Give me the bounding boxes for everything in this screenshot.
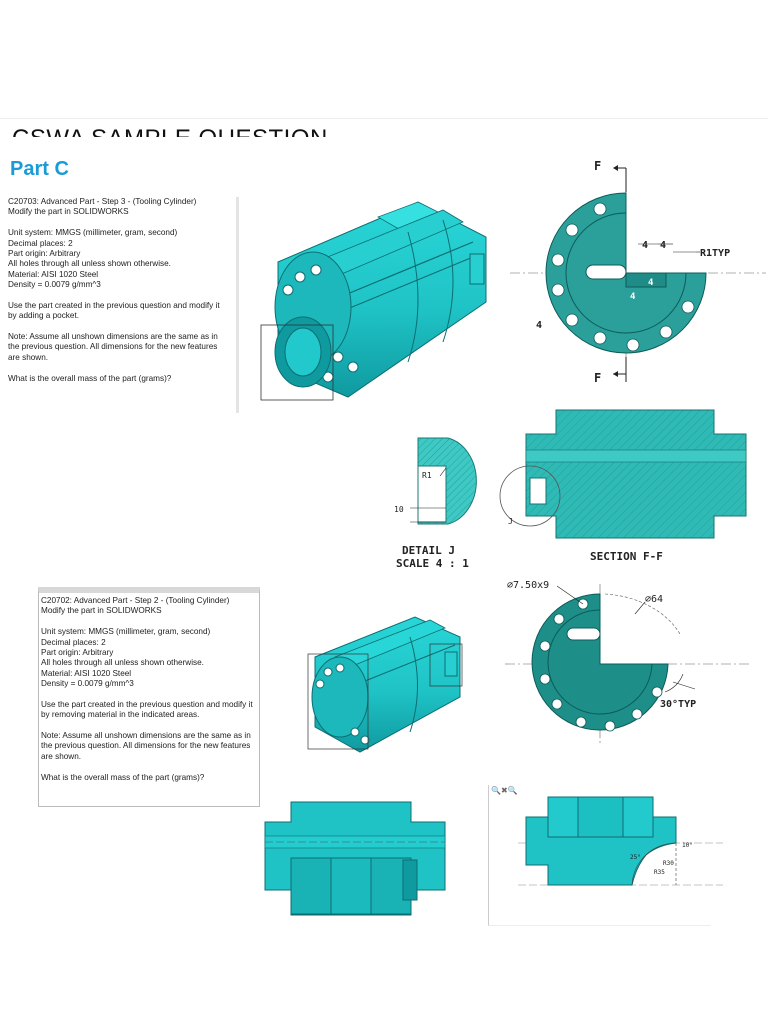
detail-j-caption-2: SCALE 4 : 1 xyxy=(396,557,469,570)
front-view-model-c20702 xyxy=(264,801,446,916)
side-dim-25deg: 25° xyxy=(630,854,641,861)
dim-4-a: 4 xyxy=(642,240,648,251)
detail-j-caption-1: DETAIL J xyxy=(402,544,455,557)
side-view-model: 10° 25° R30 R35 xyxy=(518,796,723,886)
cad-viewport: 🔍✖🔍 xyxy=(488,785,711,926)
question-line: Density = 0.0079 g/mm^3 xyxy=(41,679,134,689)
question-line: Use the part created in the previous que… xyxy=(41,699,253,709)
dim-4-b: 4 xyxy=(660,240,666,251)
end-view-drawing-bottom: ∅7.50x9 ∅64 30°TYP xyxy=(505,580,750,746)
question-line: Part origin: Arbitrary xyxy=(41,647,114,657)
question-line: All holes through all unless shown other… xyxy=(8,259,171,269)
question-line: Unit system: MMGS (millimeter, gram, sec… xyxy=(8,228,178,238)
detail-j-view: R1 10 DETAIL J SCALE 4 : 1 xyxy=(394,437,477,570)
side-dim-10deg: 10° xyxy=(682,842,693,849)
clipped-heading-text: CSWA SAMPLE QUESTION xyxy=(12,125,328,137)
question-line: What is the overall mass of the part (gr… xyxy=(8,373,172,383)
question-line: C20703: Advanced Part - Step 3 - (Toolin… xyxy=(8,197,197,206)
part-title: Part C xyxy=(10,158,69,180)
question-line xyxy=(41,617,259,627)
section-mark-bottom: F xyxy=(594,371,601,385)
isometric-model-c20703 xyxy=(260,201,487,401)
question-line: Material: AISI 1020 Steel xyxy=(8,269,99,279)
bottom-dia64-dim: ∅64 xyxy=(645,594,663,605)
side-dim-r35: R35 xyxy=(654,869,665,876)
question-line: Use the part created in the previous que… xyxy=(8,300,220,310)
question-line: All holes through all unless shown other… xyxy=(41,658,204,668)
question-line: by adding a pocket. xyxy=(8,311,80,321)
question-line: C20702: Advanced Part - Step 2 - (Toolin… xyxy=(41,596,230,605)
dim-4-e: 4 xyxy=(536,320,542,331)
detail-j-marker: J xyxy=(508,517,513,526)
dim-4-d: 4 xyxy=(630,292,636,302)
question-line: Modify the part in SOLIDWORKS xyxy=(41,606,162,616)
question-line xyxy=(41,690,259,700)
question-line: Modify the part in SOLIDWORKS xyxy=(8,207,129,217)
clipped-heading: CSWA SAMPLE QUESTION xyxy=(0,118,768,137)
question-line: Note: Assume all unshown dimensions are … xyxy=(8,332,218,342)
question-line: Note: Assume all unshown dimensions are … xyxy=(41,731,251,741)
dim-r1typ: R1TYP xyxy=(700,248,730,259)
detail-j-r1: R1 xyxy=(422,471,432,480)
detail-j-dim-10: 10 xyxy=(394,505,404,514)
question-line: are shown. xyxy=(8,352,49,362)
question-line: Decimal places: 2 xyxy=(41,637,106,647)
dim-4-c: 4 xyxy=(648,278,654,288)
question-line xyxy=(8,363,236,373)
question-line: the previous question. All dimensions fo… xyxy=(8,342,218,352)
question-line xyxy=(41,721,259,731)
question-line xyxy=(41,762,259,772)
section-ff-view: J SECTION F-F xyxy=(499,409,747,563)
side-dim-r30: R30 xyxy=(663,860,674,867)
question-line: the previous question. All dimensions fo… xyxy=(41,741,251,751)
question-c20702-text: C20702: Advanced Part - Step 2 - (Toolin… xyxy=(38,587,260,807)
viewport-toolbar[interactable]: 🔍✖🔍 xyxy=(491,786,518,795)
end-view-drawing-f: F F 4 4 R1TYP 4 4 4 xyxy=(510,159,766,385)
bottom-holes-dim: ∅7.50x9 xyxy=(507,580,549,591)
question-c20703-text: C20703: Advanced Part - Step 3 - (Toolin… xyxy=(8,197,239,413)
isometric-model-c20702 xyxy=(307,616,463,753)
question-line: are shown. xyxy=(41,751,82,761)
question-line xyxy=(8,218,236,228)
bottom-angle-dim: 30°TYP xyxy=(660,699,696,710)
question-line: Unit system: MMGS (millimeter, gram, sec… xyxy=(41,627,211,637)
question-line: by removing material in the indicated ar… xyxy=(41,710,200,720)
question-line: Density = 0.0079 g/mm^3 xyxy=(8,280,101,290)
question-line: Material: AISI 1020 Steel xyxy=(41,668,132,678)
question-line: Part origin: Arbitrary xyxy=(8,248,81,258)
question-line: What is the overall mass of the part (gr… xyxy=(41,772,205,782)
question-line xyxy=(8,322,236,332)
question-line: Decimal places: 2 xyxy=(8,238,73,248)
section-ff-caption: SECTION F-F xyxy=(590,550,663,563)
question-line xyxy=(8,291,236,301)
section-mark-top: F xyxy=(594,159,601,173)
